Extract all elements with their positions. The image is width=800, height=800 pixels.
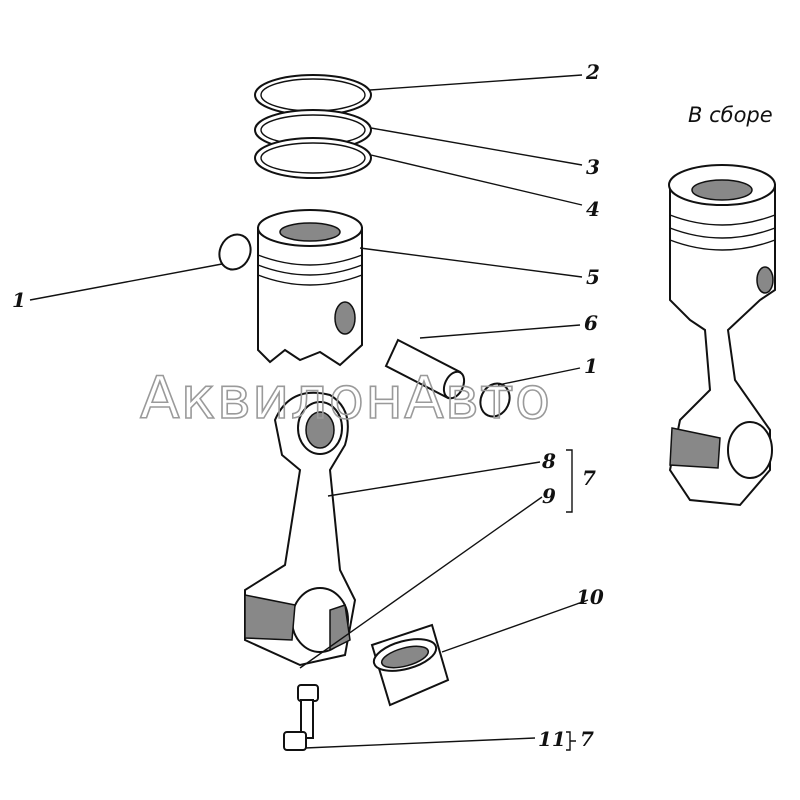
label-circlip-right-1: 1 — [584, 354, 598, 378]
piston — [257, 209, 363, 367]
bearing-shell — [370, 623, 450, 707]
label-pin-6: 6 — [584, 311, 598, 335]
label-circlip-left-1: 1 — [12, 288, 26, 312]
connecting-rod — [244, 391, 357, 667]
label-bolt-11: 11 — [538, 727, 566, 751]
label-piston-5: 5 — [586, 265, 600, 289]
label-ring-3: 3 — [586, 155, 600, 179]
circlip-left — [218, 233, 252, 271]
rod-bolt — [283, 684, 319, 751]
piston-ring-4 — [254, 137, 372, 179]
label-bolt-assembly-7: 7 — [580, 727, 594, 751]
label-ring-2: 2 — [585, 60, 600, 84]
leader-lines — [29, 74, 589, 751]
label-bearing-10: 10 — [576, 585, 604, 609]
label-ring-4: 4 — [586, 197, 600, 221]
label-cap-9: 9 — [542, 484, 556, 508]
label-rod-8: 8 — [541, 449, 556, 473]
label-assembly-7: 7 — [582, 466, 596, 490]
assembled-caption: В сборе — [688, 103, 773, 127]
assembled-piston — [668, 164, 776, 507]
watermark: АквилонАвто — [140, 364, 551, 432]
piston-pin — [384, 338, 466, 400]
